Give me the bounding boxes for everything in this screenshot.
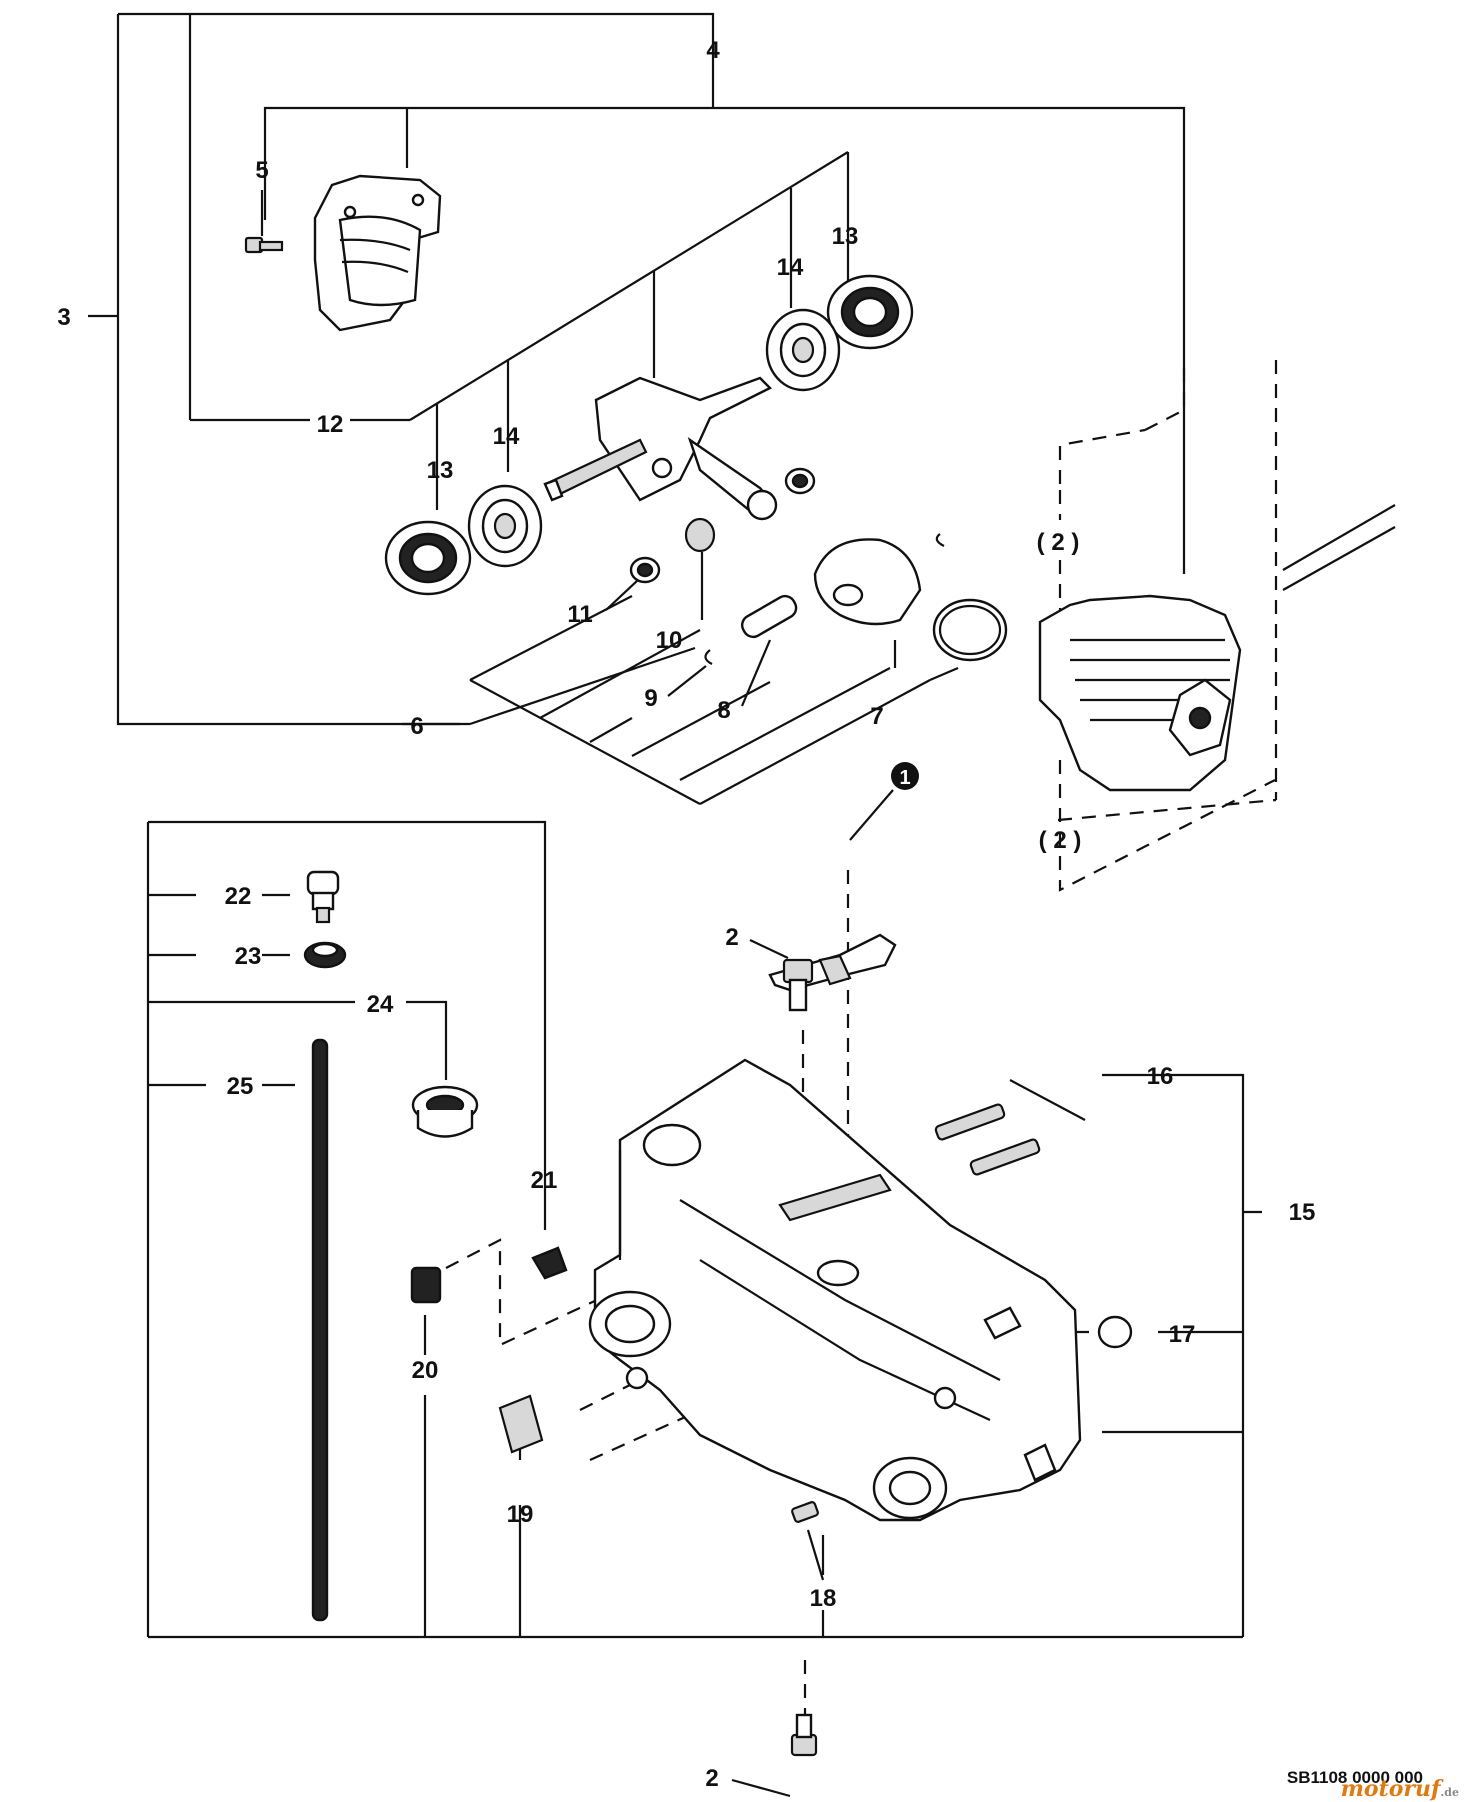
callout-7: 7 bbox=[870, 703, 883, 730]
cylinder-part bbox=[1038, 594, 1242, 792]
screw-18-part bbox=[791, 1501, 819, 1523]
callout-4: 4 bbox=[706, 37, 720, 64]
bearing-14-left-part bbox=[467, 484, 543, 568]
screw-5-part bbox=[244, 236, 284, 254]
crankcase-half-part bbox=[313, 174, 442, 332]
callout-25: 25 bbox=[227, 1073, 254, 1100]
stud-bolts-16-part bbox=[934, 1103, 1041, 1176]
callout-2-top: 2 bbox=[725, 924, 738, 951]
callout-21: 21 bbox=[531, 1167, 558, 1194]
callout-2-cylinder-bottom: ( 2 ) bbox=[1039, 827, 1082, 854]
drawing-code: SB1108 0000 000 bbox=[1286, 1768, 1423, 1787]
callout-2-bottom: 2 bbox=[705, 1765, 718, 1792]
circlip-9-part bbox=[704, 533, 945, 665]
oil-hose-25-part bbox=[311, 1038, 329, 1622]
washer-11-part bbox=[629, 556, 661, 584]
assembly-bracket-lines bbox=[88, 12, 1186, 805]
callout-13-left: 13 bbox=[427, 457, 454, 484]
watermark-suffix: .de bbox=[1440, 1786, 1459, 1799]
callout-labels: 1 2 2 ( 2 ) ( 2 ) 3 4 5 6 7 8 9 10 11 12… bbox=[57, 37, 1316, 1798]
callout-14-left: 14 bbox=[493, 423, 520, 450]
callout-9: 9 bbox=[644, 685, 657, 712]
crankshaft-part bbox=[543, 376, 778, 521]
clip-21-part bbox=[531, 1246, 568, 1280]
callout-3: 3 bbox=[57, 304, 70, 331]
watermark-text: motoruf bbox=[1340, 1776, 1441, 1802]
piston-ring-part bbox=[932, 598, 1008, 662]
bolt-2-bottom-part bbox=[790, 1713, 818, 1757]
callout-5: 5 bbox=[255, 157, 268, 184]
bolt-2-upper-part bbox=[782, 958, 814, 1012]
callout-16: 16 bbox=[1147, 1063, 1174, 1090]
washer-right-part bbox=[784, 467, 816, 495]
callout-18: 18 bbox=[810, 1585, 837, 1612]
plug-17-part bbox=[1097, 1315, 1133, 1349]
oil-seal-13-right-part bbox=[826, 274, 914, 350]
callout-23: 23 bbox=[235, 943, 262, 970]
watermark-logo: motoruf.de bbox=[1341, 1776, 1459, 1802]
callout-6: 6 bbox=[410, 713, 423, 740]
callout-20: 20 bbox=[412, 1357, 439, 1384]
callout-17: 17 bbox=[1169, 1321, 1196, 1348]
oil-seal-13-left-part bbox=[384, 520, 472, 596]
callout-8: 8 bbox=[717, 697, 730, 724]
callout-13-right: 13 bbox=[832, 223, 859, 250]
callout-22: 22 bbox=[225, 883, 252, 910]
cylinder-dash-lines bbox=[1057, 358, 1396, 892]
callout-19: 19 bbox=[507, 1501, 534, 1528]
callout-1-marker bbox=[891, 762, 919, 790]
bearing-14-right-part bbox=[765, 308, 841, 392]
needle-bearing-10-part bbox=[684, 517, 716, 553]
piston-pin-8-part bbox=[740, 594, 798, 639]
crankcase-housing-15-part bbox=[588, 1058, 1082, 1522]
plug-20-part bbox=[410, 1266, 442, 1304]
callout-1: 1 bbox=[899, 767, 910, 789]
grommet-24-part bbox=[411, 1085, 479, 1138]
callout-15: 15 bbox=[1289, 1199, 1316, 1226]
cap-22-part bbox=[306, 870, 340, 924]
callout-10: 10 bbox=[656, 627, 683, 654]
callout-24: 24 bbox=[367, 991, 394, 1018]
grommet-23-part bbox=[303, 941, 347, 969]
lower-bracket-lines bbox=[146, 820, 1262, 1639]
callout-12: 12 bbox=[317, 411, 344, 438]
callout-2-cylinder-top: ( 2 ) bbox=[1037, 529, 1080, 556]
filter-19-part bbox=[498, 1394, 544, 1454]
callout-14-right: 14 bbox=[777, 254, 804, 281]
callout-11: 11 bbox=[567, 601, 592, 628]
piston-7-part bbox=[813, 538, 922, 626]
